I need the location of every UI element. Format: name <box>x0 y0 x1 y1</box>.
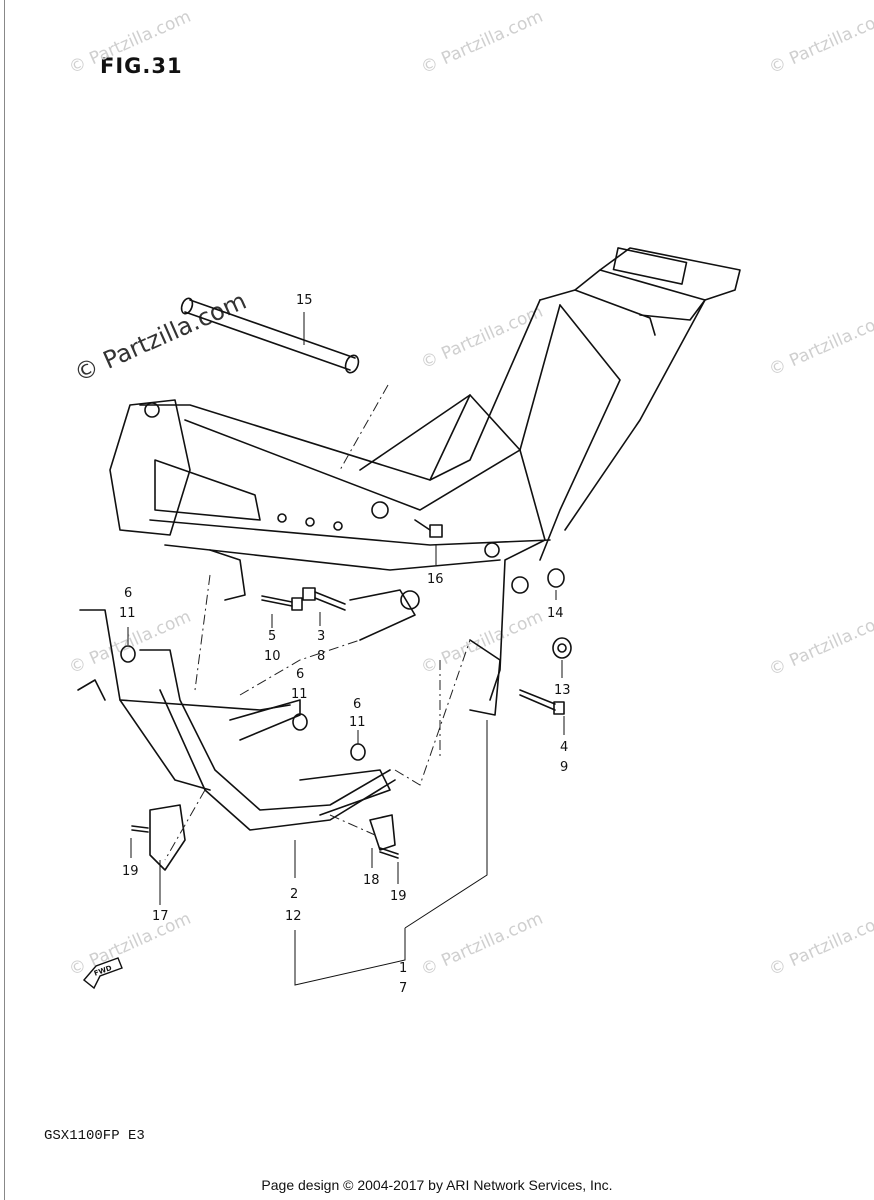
callout-7: 7 <box>399 981 407 996</box>
callout-11: 11 <box>349 715 366 730</box>
callout-19: 19 <box>390 889 407 904</box>
bolt-3-head <box>302 587 316 601</box>
page-footer: Page design © 2004-2017 by ARI Network S… <box>261 1177 613 1193</box>
guard-main-tube <box>139 649 391 811</box>
spacer-14 <box>547 568 565 588</box>
frame-rear-cross <box>574 269 706 321</box>
mount-boss <box>371 501 389 519</box>
callout-15: 15 <box>296 293 313 308</box>
guard-tab <box>77 679 106 701</box>
guide-left <box>194 574 211 691</box>
guard-lower-bracket <box>299 769 391 816</box>
frame-spar-upper <box>184 304 561 511</box>
callout-11: 11 <box>119 606 136 621</box>
callout-12: 12 <box>285 909 302 924</box>
guide-18 <box>329 814 376 836</box>
frame-lower-rail <box>149 519 551 546</box>
mount-rear <box>469 639 501 716</box>
guard-bracket <box>229 699 301 741</box>
guard-main-tube-inner <box>159 689 396 831</box>
bolt-19a <box>131 825 149 833</box>
frame-right-rear-tube <box>564 299 706 531</box>
nut-11b <box>292 713 308 731</box>
callout-4: 4 <box>560 740 568 755</box>
callout-8: 8 <box>317 649 325 664</box>
guide-15 <box>339 384 389 471</box>
frame-spar-top <box>139 299 541 481</box>
bolt-4-head <box>553 701 565 715</box>
frame-right-tube <box>539 304 621 561</box>
nut-11c <box>350 743 366 761</box>
guide-right <box>394 639 471 786</box>
guide-mid <box>239 639 361 696</box>
leader-1-7-up <box>404 720 488 929</box>
frame-rear-rail <box>599 247 741 301</box>
bolt-5 <box>261 595 293 607</box>
page-left-border <box>4 0 5 1200</box>
frame-lower-rail-2 <box>164 544 501 571</box>
guard-crossbar <box>119 699 291 711</box>
frame-downtube-right <box>489 449 546 701</box>
nut-11a <box>120 645 136 663</box>
tube-15 <box>184 299 356 371</box>
guide-17 <box>164 789 206 861</box>
model-code: GSX1100FP E3 <box>44 1128 145 1144</box>
frame-rear-plate <box>612 247 688 285</box>
mount-boss <box>484 542 500 558</box>
callout-13: 13 <box>554 683 571 698</box>
callout-1: 1 <box>399 961 407 976</box>
frame-gusset <box>154 459 261 521</box>
bolt-16 <box>414 519 431 531</box>
callout-9: 9 <box>560 760 568 775</box>
callout-5: 5 <box>268 629 276 644</box>
bracket-18 <box>369 814 396 851</box>
bracket-17 <box>149 804 186 871</box>
callout-10: 10 <box>264 649 281 664</box>
callout-18: 18 <box>363 873 380 888</box>
guard-left-outer <box>79 609 211 791</box>
bolt-4 <box>519 689 556 711</box>
mount-center <box>349 589 416 641</box>
headstock-bearing <box>144 402 160 418</box>
bolt-5-head <box>291 597 303 611</box>
spacer-13 <box>552 637 572 659</box>
bolt-19b <box>379 847 399 859</box>
frame-seat-rail-left <box>539 289 656 336</box>
mount-boss <box>511 576 529 594</box>
callout-6: 6 <box>353 697 361 712</box>
callout-17: 17 <box>152 909 169 924</box>
mount-boss <box>400 590 420 610</box>
frame-cross-brace <box>429 394 471 481</box>
callout-6: 6 <box>296 667 304 682</box>
bolt-16-head <box>429 524 443 538</box>
callout-14: 14 <box>547 606 564 621</box>
fwd-arrow-icon: FWD <box>82 957 123 990</box>
frame-headstock <box>109 399 191 536</box>
leader-bracket-1-7 <box>294 928 406 986</box>
callout-6: 6 <box>124 586 132 601</box>
mount-front-left <box>209 549 246 601</box>
callout-11: 11 <box>291 687 308 702</box>
callout-16: 16 <box>427 572 444 587</box>
callout-2: 2 <box>290 887 298 902</box>
callout-19: 19 <box>122 864 139 879</box>
callout-3: 3 <box>317 629 325 644</box>
figure-title: FIG.31 <box>100 54 183 78</box>
bolt-3 <box>314 591 346 611</box>
